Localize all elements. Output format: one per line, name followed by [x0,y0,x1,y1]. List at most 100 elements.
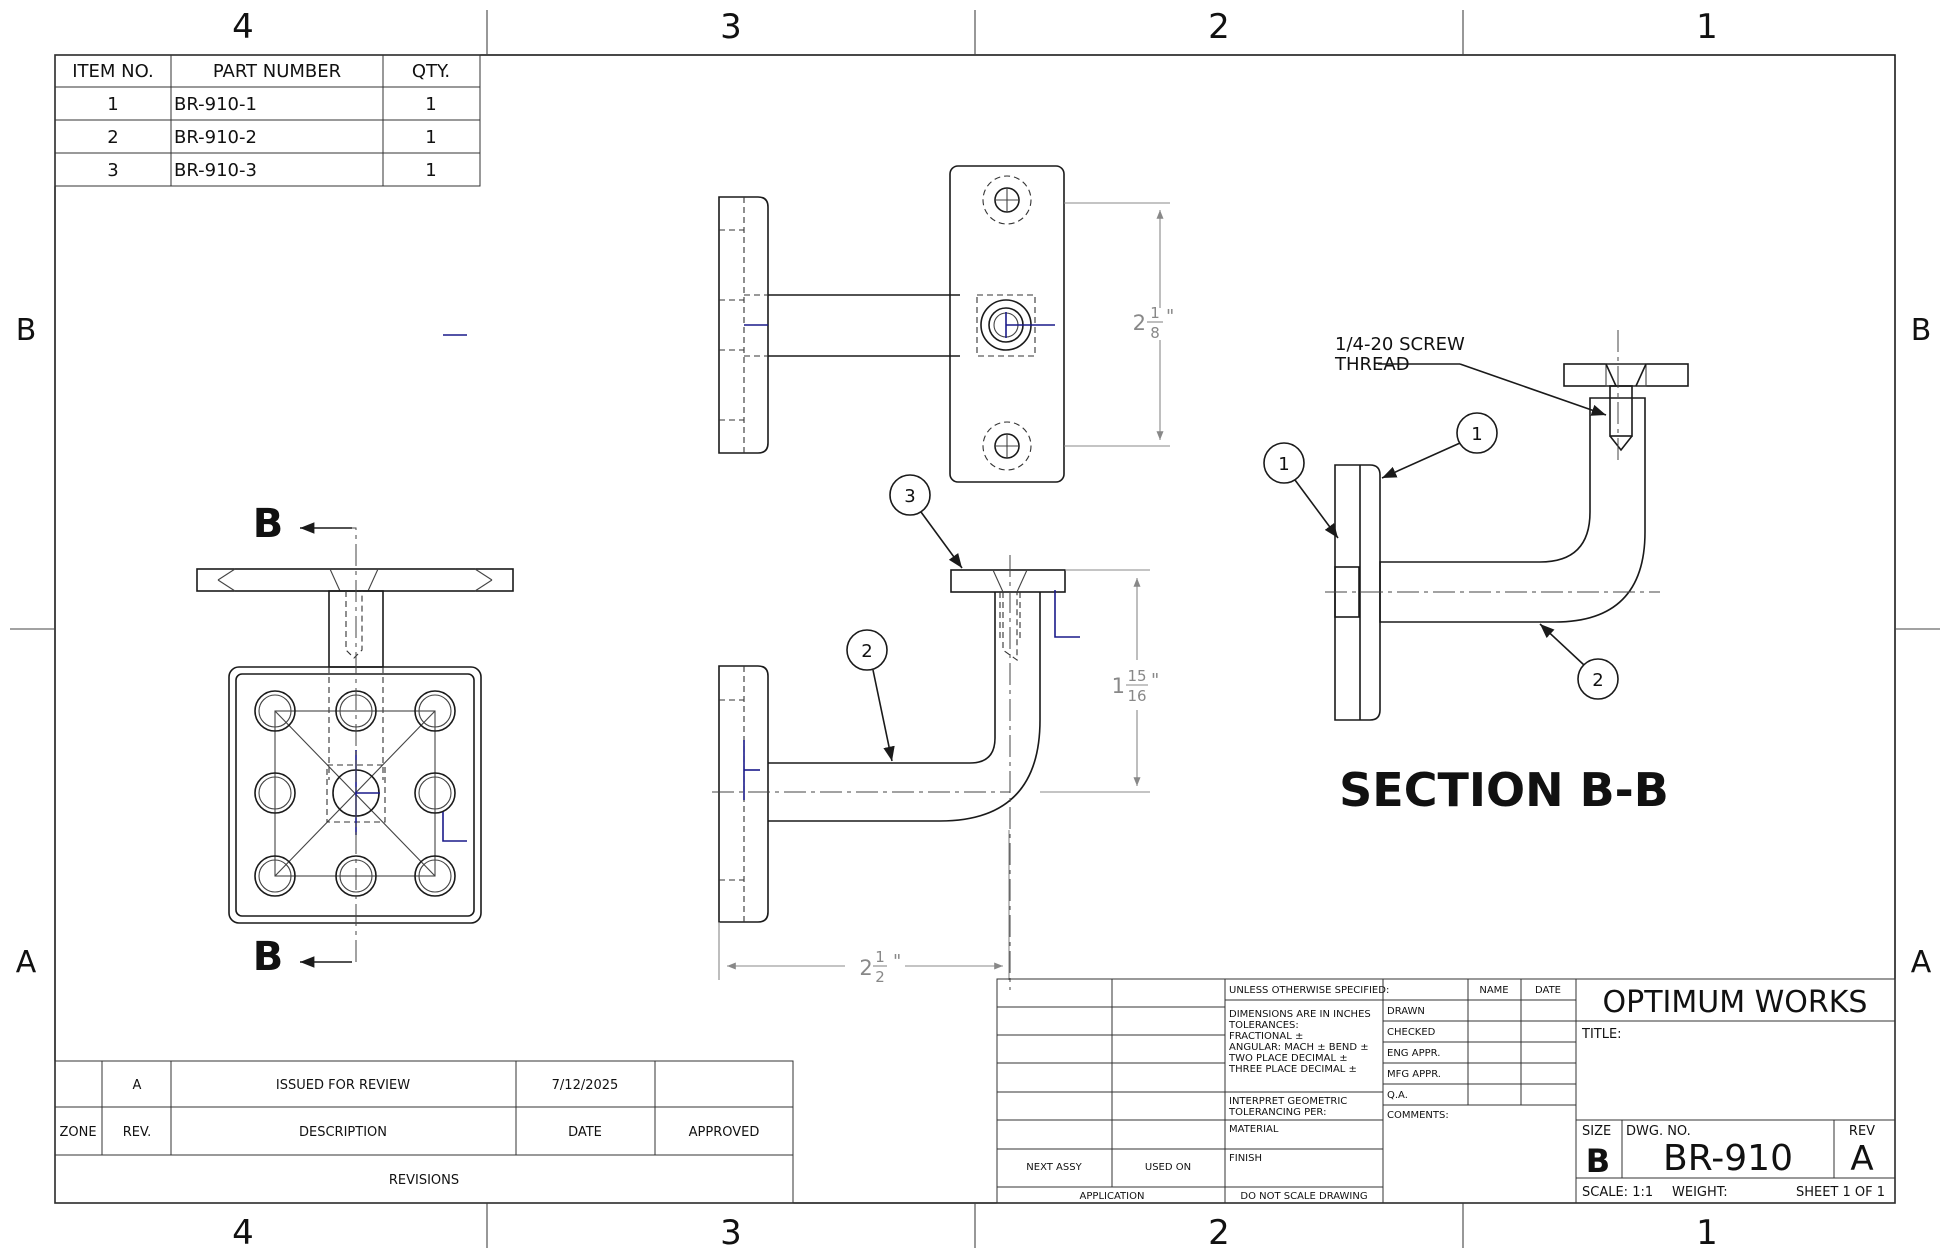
role-drawn: DRAWN [1387,1006,1425,1017]
zone-col-top: 3 [720,7,742,47]
rev-header: DATE [568,1125,602,1140]
bom-cell: 1 [107,94,118,115]
top-view [718,165,1065,483]
zone-col-bottom: 3 [720,1213,742,1253]
dimension-depth: 2 1 2 " [718,830,1010,986]
application-label: APPLICATION [1080,1191,1145,1202]
zone-row-right: A [1911,945,1932,980]
do-not-scale-label: DO NOT SCALE DRAWING [1240,1191,1367,1202]
finish-label: FINISH [1229,1153,1262,1164]
next-assy-label: NEXT ASSY [1026,1162,1082,1173]
tolerance-line: FRACTIONAL ± [1229,1031,1303,1042]
interpret-label: INTERPRET GEOMETRIC [1229,1096,1347,1107]
rev-description: ISSUED FOR REVIEW [276,1078,410,1093]
rev-header: APPROVED [689,1125,760,1140]
thread-note: THREAD [1334,354,1410,375]
role-eng-appr: ENG APPR. [1387,1048,1440,1059]
role-mfg-appr: MFG APPR. [1387,1069,1441,1080]
bom-cell: 1 [425,127,436,148]
material-label: MATERIAL [1229,1124,1279,1135]
zone-row-left: A [16,945,37,980]
tolerance-line: TWO PLACE DECIMAL ± [1228,1053,1348,1064]
section-view [1325,330,1689,721]
rev-header: REV. [123,1125,152,1140]
weight-label: WEIGHT: [1672,1185,1728,1200]
bom-header: PART NUMBER [213,61,341,82]
zone-col-bottom: 1 [1696,1213,1718,1253]
bom-header: ITEM NO. [72,61,154,82]
balloon-number: 2 [861,641,872,662]
section-cut-markers: B B [253,501,352,980]
section-letter: B [253,934,284,980]
role-qa: Q.A. [1387,1090,1408,1101]
size-value: B [1586,1142,1610,1180]
dim-unit: " [1166,306,1174,327]
bom-cell: 1 [425,94,436,115]
rev-label: REV [1849,1124,1875,1139]
used-on-label: USED ON [1145,1162,1191,1173]
zone-col-bottom: 2 [1208,1213,1230,1253]
comments-label: COMMENTS: [1387,1110,1449,1121]
rev-date: 7/12/2025 [552,1078,619,1093]
tolerance-line: DIMENSIONS ARE IN INCHES [1229,1009,1371,1020]
dim-num: 1 [875,948,885,966]
bom-cell: 2 [107,127,118,148]
title-block: NEXT ASSY USED ON APPLICATION UNLESS OTH… [996,978,1896,1204]
name-header: NAME [1479,985,1508,996]
balloon-number: 3 [904,486,915,507]
zone-labels: 4 3 2 1 4 3 2 1 B A B A [16,7,1932,1253]
front-view [196,527,514,963]
sheet-border [10,10,1940,1248]
zone-row-right: B [1911,313,1932,348]
bom-cell: 3 [107,160,118,181]
rev-letter: A [133,1078,142,1093]
interpret-label: TOLERANCING PER: [1228,1107,1326,1118]
role-checked: CHECKED [1387,1027,1436,1038]
dim-whole: 2 [859,956,872,980]
size-label: SIZE [1582,1124,1611,1139]
dim-unit: " [1151,670,1159,691]
tolerance-line: TOLERANCES: [1228,1020,1299,1031]
balloons-side-view: 3 2 [846,474,963,762]
dim-den: 2 [875,968,885,986]
side-view [712,555,1080,990]
section-annotations: 1/4-20 SCREW THREAD 1 1 2 SECTION B-B [1263,334,1669,817]
dim-unit: " [893,951,901,972]
dim-num: 15 [1127,667,1146,685]
scale-label: SCALE: 1:1 [1582,1185,1653,1200]
dwg-no-value: BR-910 [1663,1138,1793,1179]
thread-note: 1/4-20 SCREW [1335,334,1465,355]
section-title: SECTION B-B [1339,763,1669,817]
zone-col-top: 1 [1696,7,1718,47]
balloon-number: 1 [1278,454,1289,475]
date-header: DATE [1535,985,1561,996]
dim-num: 1 [1150,304,1160,322]
zone-row-left: B [16,313,37,348]
bom-cell: BR-910-1 [174,94,257,115]
balloon-number: 2 [1592,670,1603,691]
unless-label: UNLESS OTHERWISE SPECIFIED: [1229,985,1389,996]
sheet-label: SHEET 1 OF 1 [1796,1185,1885,1200]
zone-col-bottom: 4 [232,1213,254,1253]
dim-whole: 2 [1133,311,1146,335]
bom-cell: 1 [425,160,436,181]
dimension-top-height: 2 1 8 " [1064,202,1174,447]
section-letter: B [253,501,284,547]
dim-den: 16 [1127,687,1146,705]
balloon-number: 1 [1471,424,1482,445]
rev-value: A [1850,1139,1873,1179]
title-label: TITLE: [1581,1027,1622,1042]
dwg-no-label: DWG. NO. [1626,1124,1691,1139]
bom-cell: BR-910-3 [174,160,257,181]
rev-header: DESCRIPTION [299,1125,387,1140]
company-name: OPTIMUM WORKS [1603,985,1868,1020]
zone-col-top: 2 [1208,7,1230,47]
tolerance-line: ANGULAR: MACH ± BEND ± [1229,1042,1369,1053]
dim-whole: 1 [1112,674,1125,698]
revisions-title: REVISIONS [389,1173,459,1188]
dimension-side-height: 1 15 16 " [1040,569,1159,793]
tolerance-line: THREE PLACE DECIMAL ± [1228,1064,1357,1075]
bom-table: ITEM NO. PART NUMBER QTY. 1 BR-910-1 1 2… [54,54,481,187]
zone-col-top: 4 [232,7,254,47]
